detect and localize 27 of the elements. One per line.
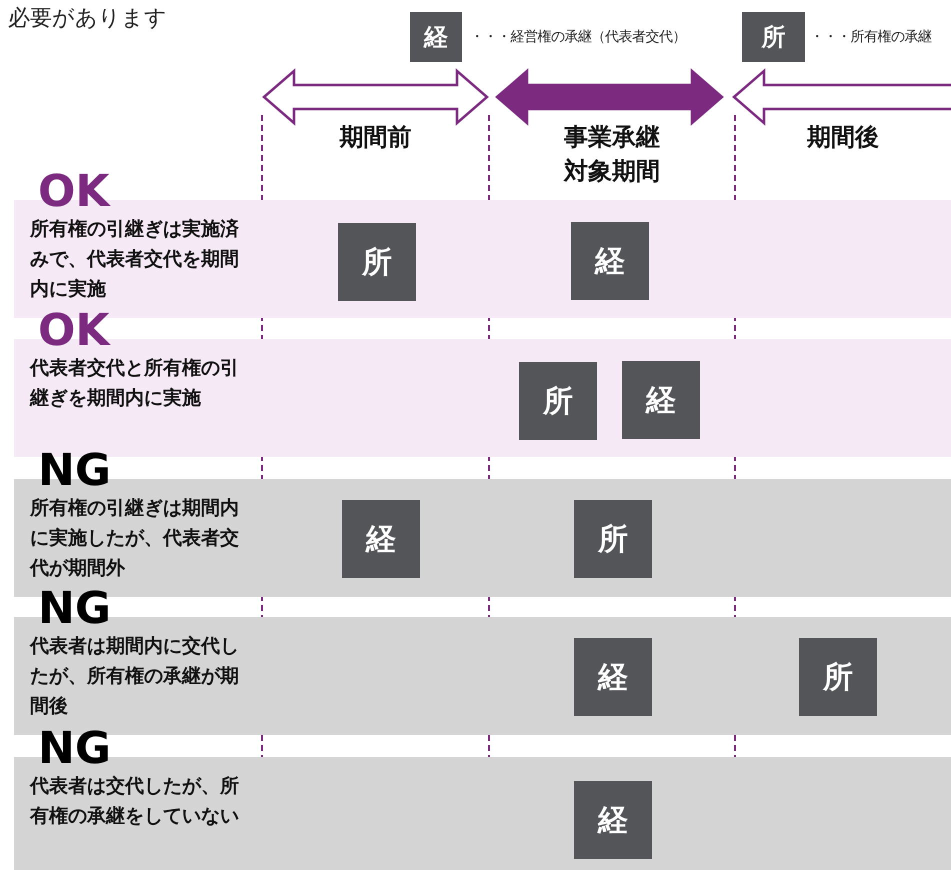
- period-tile: 所: [574, 500, 652, 578]
- case-description: 代表者交代と所有権の引継ぎを期間内に実施: [30, 356, 240, 411]
- column-heading: 事業承継対象期間: [562, 122, 661, 187]
- legend-tile: 所: [742, 12, 805, 62]
- verdict-heading: NG: [38, 587, 111, 631]
- verdict-heading: OK: [38, 309, 110, 353]
- legend-text: ・・・経営権の承継（代表者交代）: [470, 28, 686, 47]
- period-tile: 所: [519, 362, 597, 440]
- column-heading: 期間後: [806, 122, 880, 153]
- column-heading: 期間前: [338, 122, 412, 153]
- period-tile: 経: [574, 638, 652, 716]
- period-tile: 経: [342, 500, 420, 578]
- verdict-heading: OK: [38, 170, 110, 214]
- period-tile: 所: [338, 223, 416, 301]
- case-description: 所有権の引継ぎは期間内に実施したが、代表者交代が期間外: [30, 496, 240, 581]
- case-description: 所有権の引継ぎは実施済みで、代表者交代を期間内に実施: [30, 217, 240, 302]
- period-tile: 経: [574, 781, 652, 859]
- verdict-heading: NG: [38, 449, 111, 493]
- verdict-heading: NG: [38, 727, 111, 771]
- case-description: 代表者は期間内に交代したが、所有権の承継が期間後: [30, 634, 240, 719]
- note-text: 必要があります: [8, 5, 167, 33]
- case-description: 代表者は交代したが、所有権の承継をしていない: [30, 774, 240, 829]
- period-tile: 経: [571, 222, 649, 300]
- legend-tile: 経: [410, 12, 462, 62]
- period-tile: 経: [622, 361, 700, 439]
- period-tile: 所: [799, 638, 877, 716]
- legend-text: ・・・所有権の承継: [810, 28, 932, 47]
